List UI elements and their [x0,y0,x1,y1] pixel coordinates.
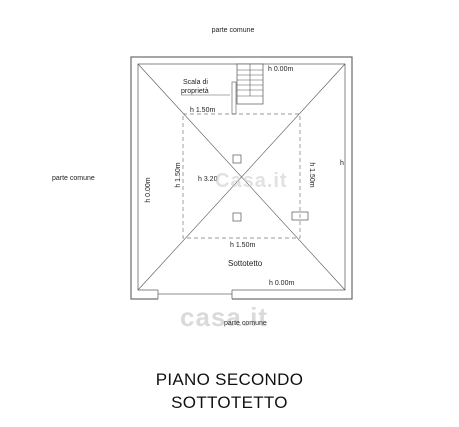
inner-bottom-label: h 1.50m [230,242,255,249]
center-height-label: h 3.20 [198,176,218,183]
roof-ridge-line [137,63,346,291]
inner-top-label: h 1.50m [190,107,215,114]
stair-label-line1: Scala di [183,79,208,86]
inner-left-label: h 1.50m [175,162,182,187]
height-bottom-right-label: h 0.00m [269,280,294,287]
watermark-center: Casa.it [215,170,288,192]
caption-line2: SOTTOTETTO [171,393,288,412]
height-top-right-label: h 0.00m [268,66,293,73]
height-contour-dashed [182,113,301,239]
left-area-label: parte comune [52,175,95,182]
right-area-label: h [340,160,344,167]
fixture-rect [291,211,309,221]
room-name: Sottotetto [228,259,263,268]
fixture-square [232,212,242,222]
watermark-brand: casa.it [180,302,268,332]
fixture-square [232,154,242,164]
height-right-label: h 1.50m [308,162,315,187]
bottom-wall-opening [158,288,232,301]
top-area-label: parte comune [212,27,255,34]
staircase [231,63,264,115]
stair-label-line2: proprietà [181,88,209,95]
bottom-area-label: parte comune [224,320,267,327]
outer-wall-outline [130,56,353,300]
height-left-label: h 0.00m [145,177,152,202]
caption-line1: PIANO SECONDO [155,370,304,389]
